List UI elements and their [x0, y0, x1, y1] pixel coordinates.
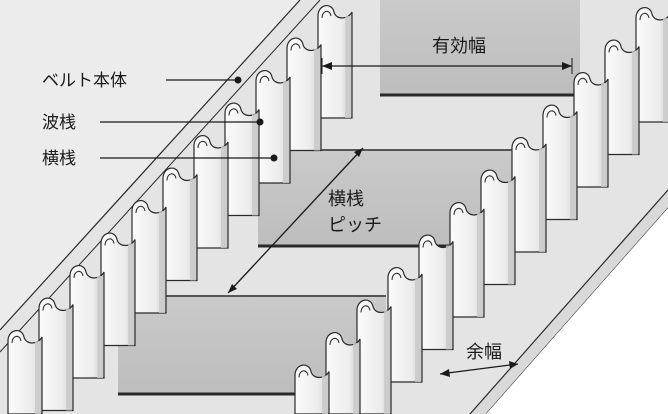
sidewall-pleat: [7, 330, 43, 414]
sidewall-pleat: [573, 72, 609, 188]
label-cleat: 横桟: [42, 149, 76, 169]
sidewall-pleat: [317, 5, 353, 119]
sidewall-pleat: [635, 7, 668, 123]
label-cleat-pitch-line1: 横桟: [328, 189, 364, 210]
belt-right-outer: [486, 208, 668, 414]
sidewall-pleat: [224, 102, 260, 217]
cleat-middle: [258, 149, 516, 248]
sidewall-pleat: [255, 70, 291, 184]
belt-left-edge-line-2: [0, 0, 321, 353]
sidewall-left: [7, 5, 353, 414]
sidewall-pleat: [193, 135, 229, 249]
label-corrugated-sidewall: 波桟: [42, 113, 76, 133]
sidewall-pleat: [418, 234, 454, 351]
label-effective-width: 有効幅: [432, 36, 486, 57]
sidewall-pleat: [511, 137, 547, 253]
sidewall-pleat: [325, 332, 361, 414]
sidewall-pleat: [542, 104, 578, 221]
sidewall-pleat: [387, 267, 423, 383]
sidewall-pleat: [480, 169, 516, 286]
sidewall-pleat: [38, 297, 74, 412]
label-cleat-pitch-line2: ピッチ: [328, 215, 382, 236]
sidewall-pleat: [294, 364, 330, 414]
sidewall-pleat: [131, 200, 167, 314]
label-belt-body: ベルト本体: [42, 71, 127, 91]
sidewall-pleat: [69, 265, 105, 379]
cleat-top: [380, 0, 580, 97]
sidewall-pleat: [356, 299, 392, 414]
sidewall-pleat: [604, 39, 640, 156]
effective-width-dimension: [321, 58, 573, 74]
cleat-pitch-dimension: [227, 147, 364, 294]
leader-lines: [100, 76, 278, 162]
sidewall-pleat: [286, 37, 322, 152]
sidewall-pleat: [100, 232, 136, 347]
edge-margin-dimension: [439, 361, 519, 377]
belt-right-edge-line: [469, 189, 668, 414]
label-edge-margin: 余幅: [466, 342, 502, 363]
sidewall-pleat: [162, 167, 198, 282]
belt-left-edge-line: [0, 0, 301, 331]
sidewall-right: [294, 7, 668, 414]
sidewall-pleat: [449, 202, 485, 318]
